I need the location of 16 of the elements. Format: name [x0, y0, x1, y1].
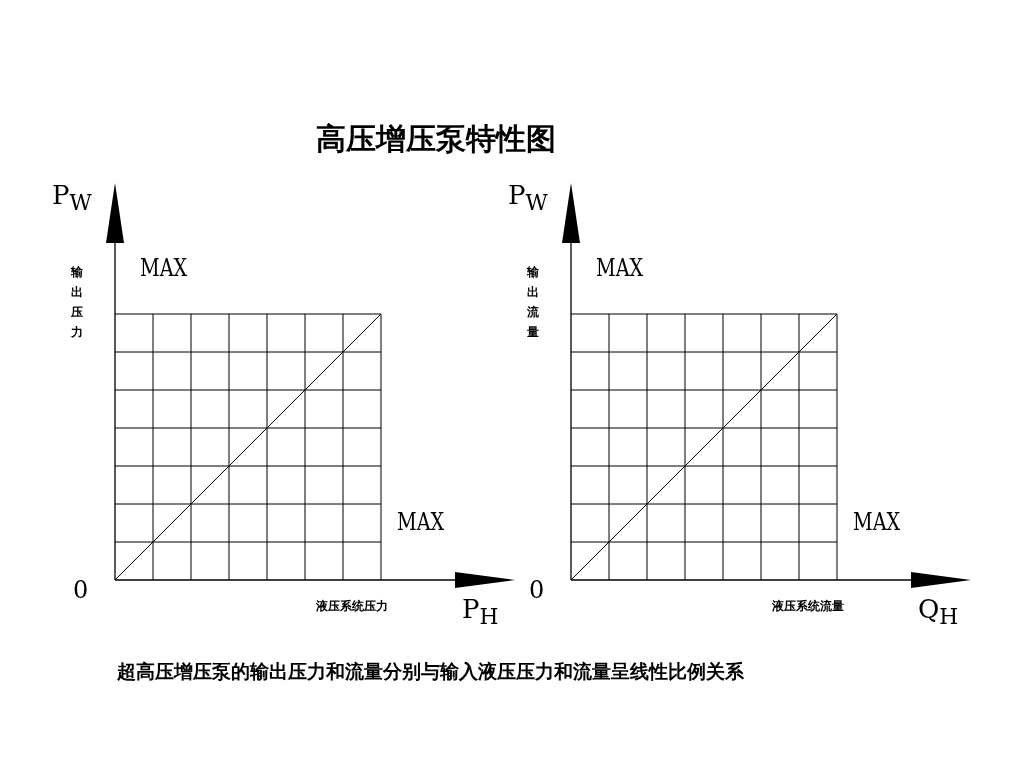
value-label: MAX [140, 256, 188, 280]
value-label: MAX [596, 256, 644, 280]
axis-label: P$_{W}$ [508, 182, 548, 214]
axis-label: 液压系统压力 [316, 600, 388, 612]
value-label: MAX [397, 510, 445, 534]
axis-label: P$_{H}$ [462, 596, 499, 628]
caption: 超高压增压泵的输出压力和流量分别与输入液压压力和流量呈线性比例关系 [117, 662, 744, 681]
axis-label: Q$_{H}$ [918, 596, 959, 628]
value-label: 0 [529, 578, 545, 602]
axis-label: 液压系统流量 [772, 600, 844, 612]
value-label: MAX [853, 510, 901, 534]
chart-title: 高压增压泵特性图 [316, 124, 556, 154]
value-label: 0 [73, 578, 89, 602]
axis-label: 输出压力 [71, 264, 84, 341]
axis-label: 输出流量 [527, 264, 540, 341]
axis-label: P$_{W}$ [52, 182, 92, 214]
